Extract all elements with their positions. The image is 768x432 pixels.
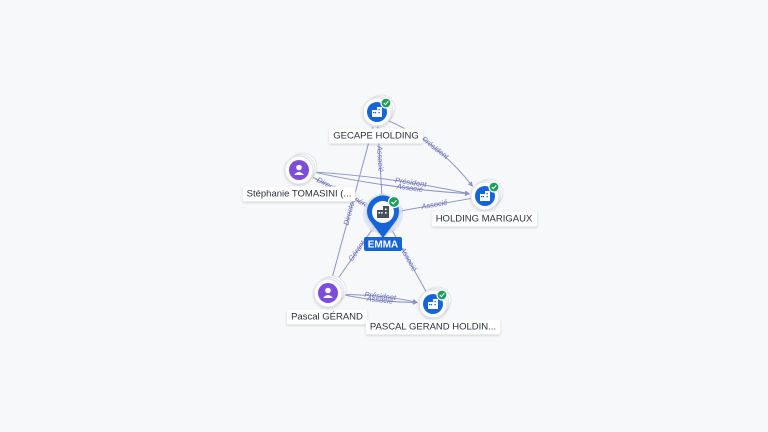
node-marigaux[interactable]: HOLDING MARIGAUX bbox=[431, 178, 537, 227]
node-label-bg bbox=[431, 211, 537, 227]
node-label-gecape: GECAPE HOLDING bbox=[333, 131, 419, 142]
building-icon bbox=[372, 107, 382, 117]
person-icon bbox=[323, 287, 333, 298]
edge-label: Associé bbox=[375, 144, 386, 172]
edge-stephanie-marigaux-pr-sident bbox=[312, 171, 470, 196]
node-pascal[interactable]: Pascal GÉRAND bbox=[287, 275, 368, 325]
check-badge-icon bbox=[488, 181, 500, 193]
node-label-stephanie: Stéphanie TOMASINI (... bbox=[247, 189, 352, 200]
check-badge-icon bbox=[380, 97, 392, 109]
edge-marigaux-center-associ bbox=[397, 197, 472, 213]
edge-label: Président bbox=[364, 290, 397, 302]
nodes-layer: GECAPE HOLDING Stéphanie TOMASINI (... HOL… bbox=[242, 94, 537, 335]
edge-pascal-gecape-directeur bbox=[331, 126, 375, 280]
building-icon bbox=[377, 206, 389, 218]
edge-pgholding-center-associ bbox=[390, 227, 427, 293]
edge-stephanie-marigaux-associ bbox=[312, 171, 470, 197]
building-icon bbox=[428, 299, 438, 309]
building-icon bbox=[480, 191, 490, 201]
node-label-bg bbox=[365, 319, 501, 335]
node-label-marigaux: HOLDING MARIGAUX bbox=[436, 214, 533, 225]
node-stephanie[interactable]: Stéphanie TOMASINI (... bbox=[242, 152, 356, 202]
node-pgholding[interactable]: PASCAL GERAND HOLDIN... bbox=[365, 286, 501, 335]
edge-gecape-marigaux-pr-sident bbox=[387, 120, 473, 187]
edge-label: Président bbox=[420, 134, 451, 161]
node-label-pascal: Pascal GÉRAND bbox=[291, 312, 363, 323]
edge-label: Associé bbox=[420, 198, 448, 212]
edge-label: Associé bbox=[365, 294, 393, 306]
center-label-bg bbox=[364, 237, 402, 251]
center-label: EMMA bbox=[368, 240, 399, 251]
edge-label: Président bbox=[394, 176, 428, 189]
node-gecape[interactable]: GECAPE HOLDING bbox=[329, 94, 423, 144]
edge-pascal-pgholding-pr-sident bbox=[341, 293, 418, 304]
person-icon bbox=[294, 164, 304, 175]
node-label-pgholding: PASCAL GERAND HOLDIN... bbox=[370, 322, 496, 333]
edges-layer bbox=[311, 120, 473, 305]
center-node-emma[interactable]: EMMA bbox=[363, 194, 403, 251]
node-label-bg bbox=[287, 309, 368, 325]
check-badge-icon bbox=[387, 195, 401, 209]
check-badge-icon bbox=[436, 289, 448, 301]
node-label-bg bbox=[242, 186, 356, 202]
edge-label: Associé bbox=[395, 181, 423, 194]
node-label-bg bbox=[329, 128, 423, 144]
edge-pascal-center-g-rant bbox=[335, 226, 375, 282]
edge-pascal-pgholding-associ bbox=[341, 293, 418, 305]
